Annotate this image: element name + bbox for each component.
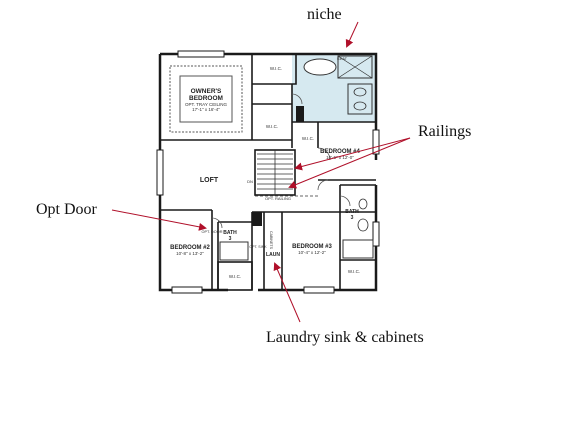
bedroom3-label: BEDROOM #3 <box>292 244 332 250</box>
column <box>296 106 304 122</box>
bathtub <box>303 58 337 76</box>
tray-ceiling-inner <box>179 75 233 123</box>
wic-label-4: W.I.C. <box>229 274 241 279</box>
railings-callout: Railings <box>418 123 471 140</box>
tray-ceiling-outer <box>169 65 243 133</box>
bath3-num: 3 <box>351 215 354 221</box>
opt-sink-label: OPT. SINK <box>249 245 267 249</box>
windows <box>156 50 380 294</box>
bath-tub-left <box>219 241 249 261</box>
stairs <box>257 150 293 195</box>
opt-door-arrow <box>111 209 207 231</box>
owners-bedroom-label: OWNER'S <box>191 88 222 95</box>
bath-tub-right <box>342 239 374 259</box>
wic-label-2: W.I.C. <box>266 124 278 129</box>
bedroom2-dims: 10'-8" x 13'-2" <box>176 251 204 256</box>
owners-dims: 17'-1" x 16'-4" <box>192 107 220 112</box>
opt-door-small-label: OPT. DOOR <box>202 230 223 234</box>
laundry-callout: Laundry sink & cabinets <box>266 329 424 346</box>
railing-arrow-2 <box>288 137 411 189</box>
dn-label: DN <box>247 179 253 184</box>
bedroom2-label: BEDROOM #2 <box>170 245 210 251</box>
bedroom3-dims: 10'-4" x 12'-2" <box>298 250 326 255</box>
owners-bedroom-label-2: BEDROOM <box>189 95 223 102</box>
bedroom4-label: BEDROOM #4 <box>320 149 360 155</box>
shower <box>337 55 373 79</box>
opt-door-callout: Opt Door <box>36 201 98 218</box>
railing-arrow-1 <box>294 137 411 171</box>
annotation-arrows <box>111 21 411 323</box>
column <box>252 212 262 226</box>
wic-label-5: W.I.C. <box>348 269 360 274</box>
door-swings <box>211 93 351 229</box>
laun-label: LAUN <box>266 252 280 258</box>
niche-arrow <box>345 21 359 48</box>
laundry-arrow <box>273 262 301 323</box>
wic-label-3: W.I.C. <box>302 136 314 141</box>
loft-label: LOFT <box>200 177 219 184</box>
bath3-label: BATH <box>345 209 359 215</box>
owners-ceiling-label: OPT. TRAY CEILING <box>185 102 228 107</box>
outer-walls <box>158 52 378 292</box>
bath-left-label: BATH <box>223 230 237 236</box>
wic-label-1: W.I.C. <box>270 66 282 71</box>
opt-railing-label: OPT. RAILING <box>265 196 291 201</box>
vanity <box>347 83 373 115</box>
bedroom4-dims: 10'-6" x 12'-0" <box>326 155 354 160</box>
bath-left-num: 3 <box>229 236 232 242</box>
niche-callout: niche <box>307 6 342 23</box>
seat-label: SEAT <box>337 56 348 61</box>
cabinets-label: CABINETS <box>269 231 273 250</box>
